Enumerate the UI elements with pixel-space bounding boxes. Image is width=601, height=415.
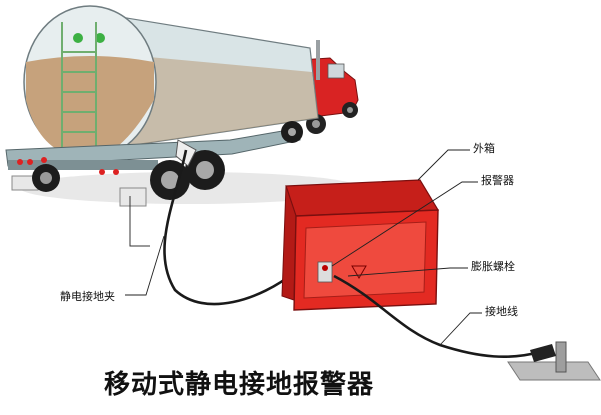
clip-bracket-line (129, 196, 150, 247)
warning-sign (351, 265, 367, 279)
tank-ladder (61, 22, 97, 152)
tank-liquid (26, 56, 154, 158)
mud-flap (119, 187, 147, 207)
leader-outer-box (417, 149, 470, 181)
exhaust-stack (316, 40, 320, 80)
ground-clamp (530, 344, 556, 362)
tank (23, 5, 319, 159)
ground-shadow (20, 172, 360, 204)
label-ground-wire: 接地线 (485, 305, 518, 318)
outer-box (281, 179, 440, 311)
label-outer-box: 外箱 (473, 142, 495, 155)
ground-cable (333, 274, 541, 359)
leader-alarm (331, 181, 478, 267)
clamp-cable (163, 149, 296, 306)
leader-static-clamp (125, 235, 165, 296)
label-alarm: 报警器 (481, 174, 514, 187)
indicator-light (95, 33, 105, 43)
indicator-light (73, 33, 83, 43)
alarm-unit (317, 261, 333, 283)
truck-cab (299, 40, 359, 134)
label-expansion-bolt: 膨胀螺栓 (471, 260, 515, 273)
leader-ground-wire (439, 312, 482, 346)
leader-lines (125, 149, 482, 346)
diagram-title: 移动式静电接地报警器 (104, 370, 375, 400)
trailer-wheels (32, 121, 303, 200)
leader-expansion-bolt (347, 267, 468, 277)
cab-window (327, 63, 345, 79)
ground-stake (555, 341, 567, 373)
label-static-clamp: 静电接地夹 (60, 290, 115, 303)
ground-plate (507, 361, 601, 381)
